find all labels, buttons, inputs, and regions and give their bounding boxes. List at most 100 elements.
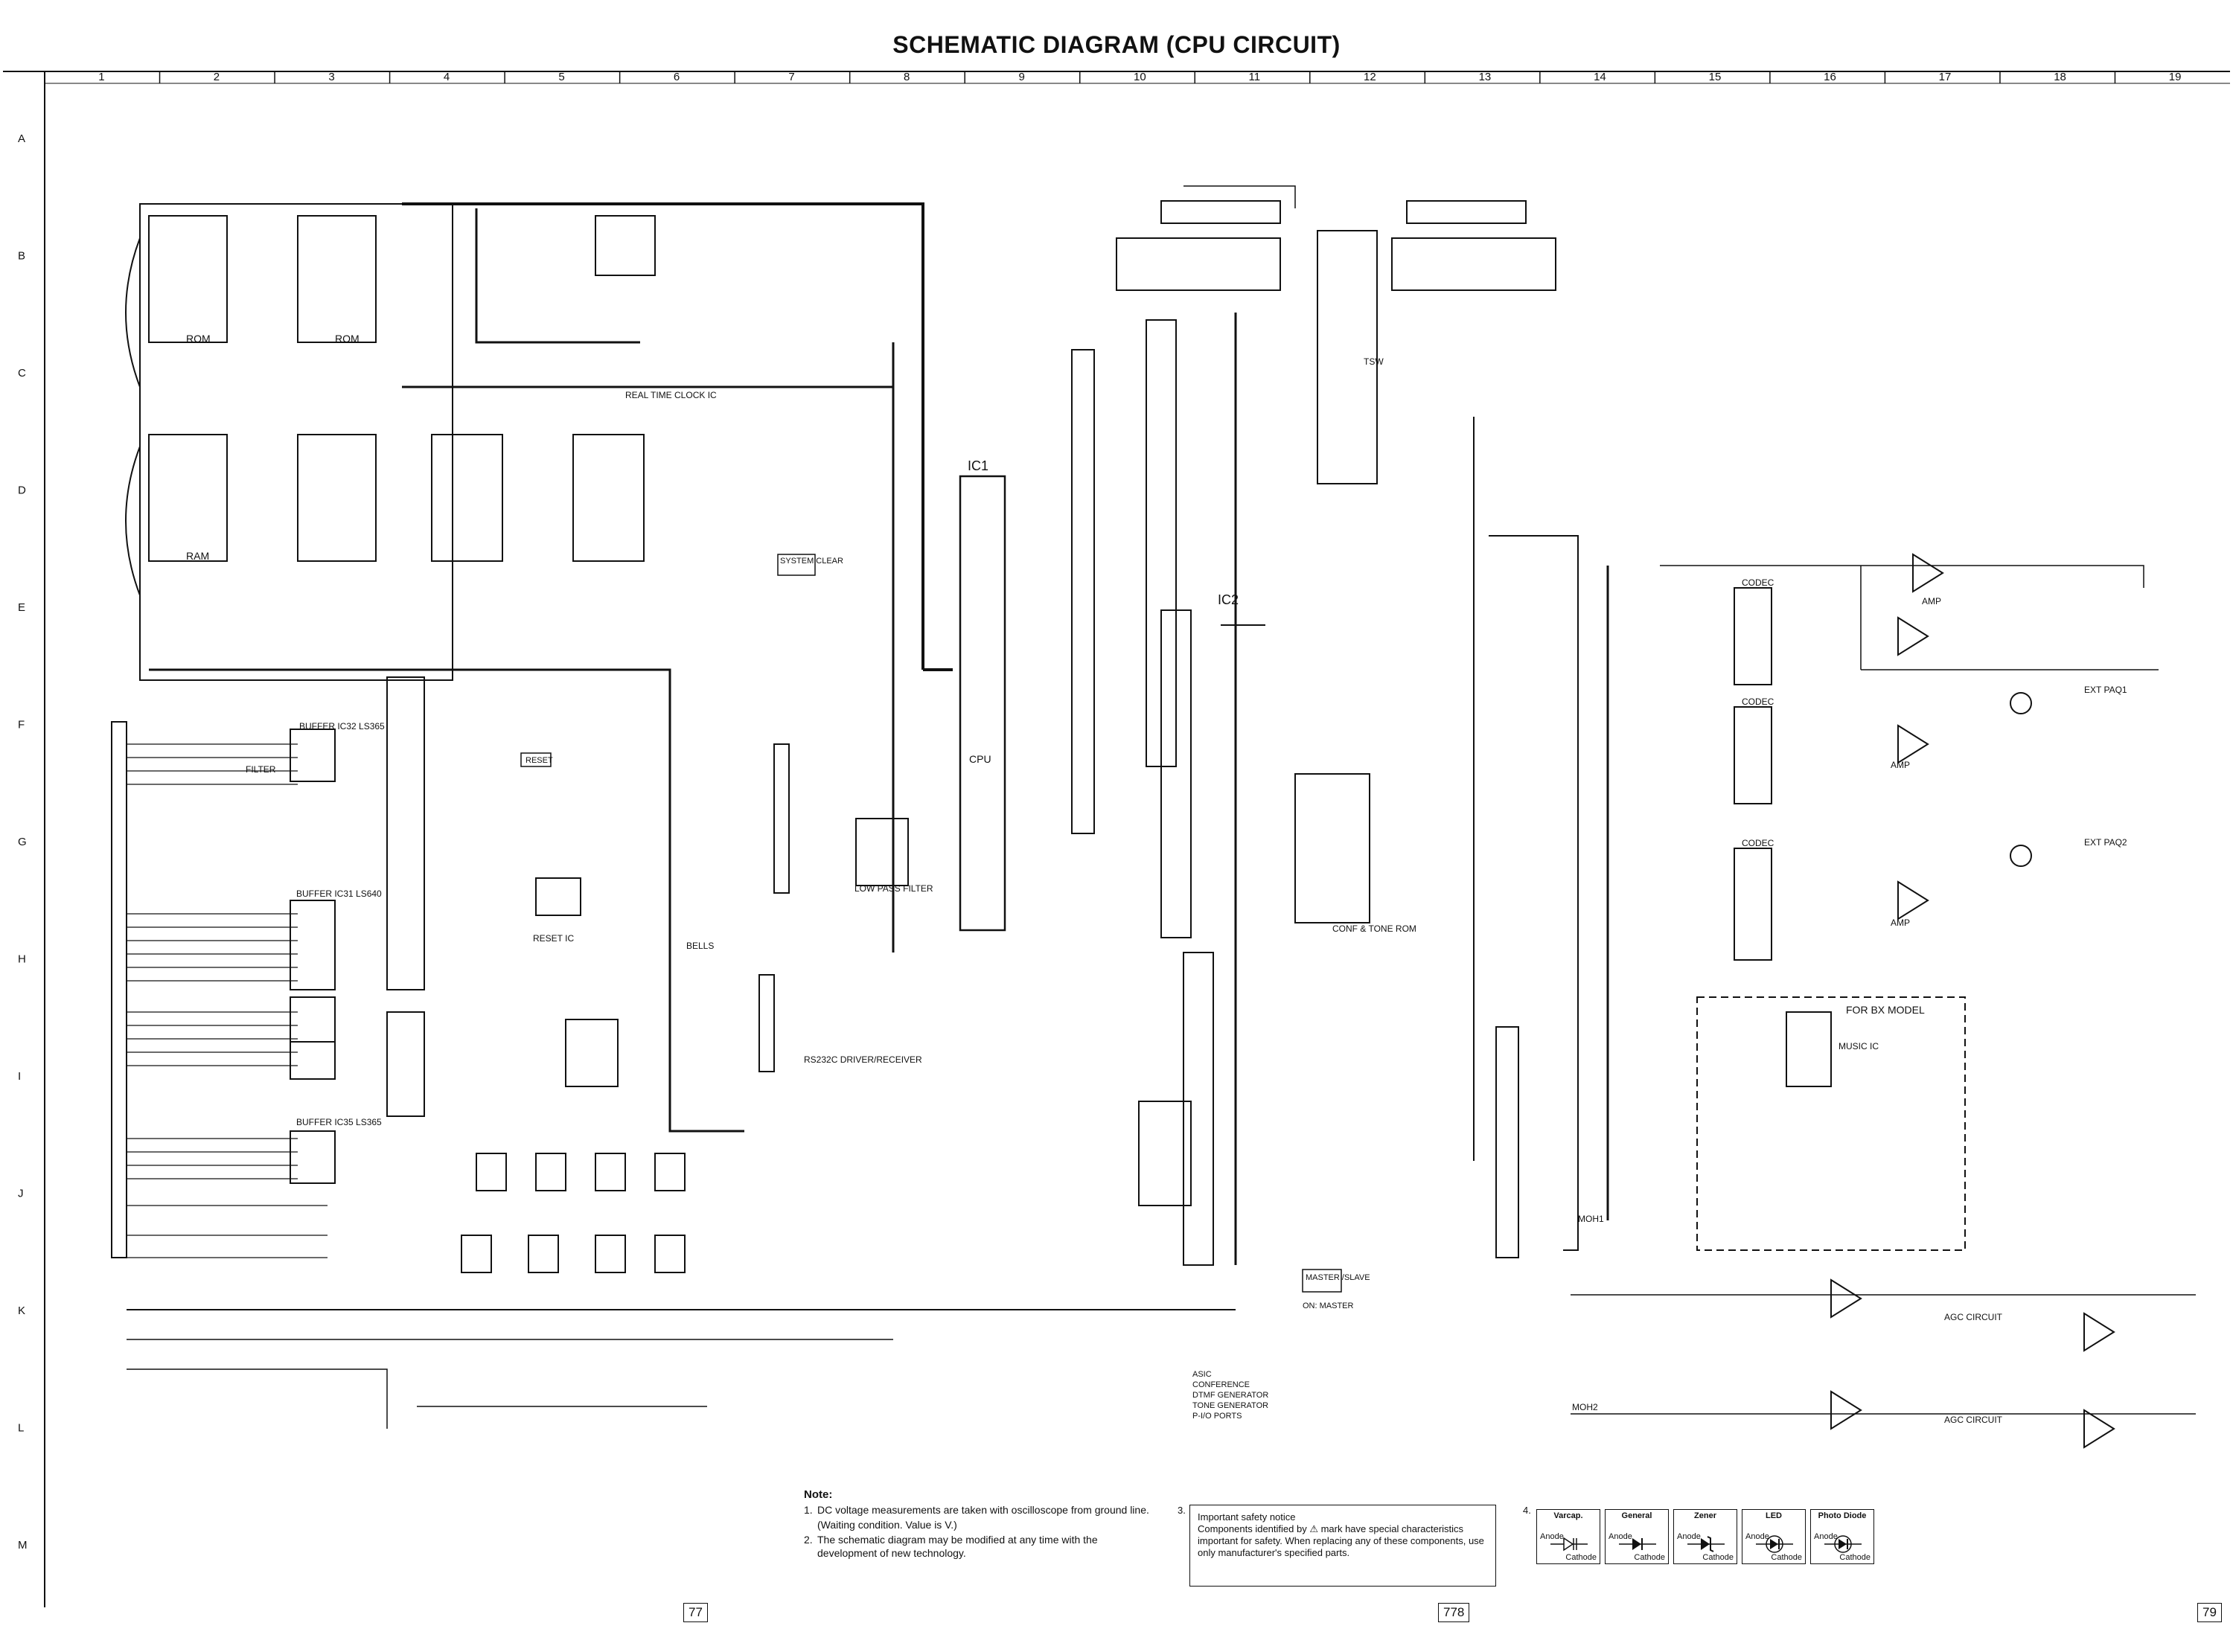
rs232-label: RS232C DRIVER/RECEIVER [804,1054,922,1065]
row-label: A [18,132,25,145]
column-label: 14 [1594,71,1606,83]
ext-paq2-label: EXT PAQ2 [2084,837,2127,848]
row-label: G [18,836,27,848]
lowpass-label: LOW PASS FILTER [854,883,933,894]
zener-diode-icon [1687,1536,1725,1552]
master-slave-label: MASTER /SLAVE [1306,1273,1370,1282]
varcap-diode-icon [1550,1537,1588,1552]
row-label: C [18,367,26,380]
column-label: 7 [788,71,794,83]
safety-heading: Important safety notice [1198,1511,1296,1523]
asic-label-line: ASIC [1192,1370,1212,1379]
asic-label-line: DTMF GENERATOR [1192,1391,1268,1400]
row-label: K [18,1304,25,1317]
page-number-center: 778 [1438,1603,1470,1622]
ext-paq1-label: EXT PAQ1 [2084,685,2127,695]
page-number-right: 79 [2197,1603,2222,1622]
asic-label-line: CONFERENCE [1192,1380,1250,1389]
column-label: 10 [1134,71,1146,83]
buffer1-label: BUFFER IC32 LS365 [299,721,385,731]
diode-legend: Varcap. Anode Cathode General Anode Cath… [1536,1509,1874,1564]
row-label: M [18,1539,28,1552]
section-3-number: 3. [1178,1505,1186,1516]
column-label: 2 [214,71,220,83]
row-label: D [18,484,26,496]
mohm2-label: MOH2 [1572,1402,1598,1412]
column-label: 4 [444,71,450,83]
column-label: 8 [904,71,910,83]
column-label: 19 [2169,71,2182,83]
realtime-label: REAL TIME CLOCK IC [625,390,717,400]
bells-label: BELLS [686,941,714,951]
column-label: 16 [1824,71,1836,83]
amp-label-2: AMP [1891,760,1910,770]
general-diode-icon [1619,1538,1656,1550]
buffer3-label: BUFFER IC35 LS365 [296,1117,382,1127]
row-label: E [18,601,25,614]
column-label: 15 [1709,71,1722,83]
page-number-left: 77 [683,1603,708,1622]
for-bx-label: FOR BX MODEL [1846,1004,1925,1016]
schematic-lines [111,185,2196,1449]
boxed-labels [520,554,1342,1293]
system-clear-label: SYSTEM CLEAR [780,557,843,566]
legend-photo-diode: Photo Diode Anode Cathode [1810,1509,1874,1564]
notes-block: Note: 1.DC voltage measurements are take… [804,1488,1154,1560]
filter-label: FILTER [246,764,276,775]
row-label: F [18,718,25,731]
page-title: SCHEMATIC DIAGRAM (CPU CIRCUIT) [892,31,1341,58]
note-item: (Waiting condition. Value is V.) [817,1519,957,1531]
row-label: B [18,249,25,262]
column-ticks [44,71,2116,83]
tsw-label: TSW [1364,356,1384,367]
frame [3,71,2230,1607]
column-label: 3 [328,71,334,83]
column-label: 9 [1018,71,1024,83]
row-label: I [18,1070,21,1083]
safety-notice: Important safety notice Components ident… [1189,1505,1496,1587]
note-item: 1.DC voltage measurements are taken with… [804,1504,1149,1516]
agc-label-2: AGC CIRCUIT [1944,1415,2003,1425]
on-master-label: ON: MASTER [1303,1302,1354,1310]
led-icon [1756,1535,1793,1553]
column-label: 12 [1364,71,1376,83]
photo-diode-icon [1824,1535,1862,1553]
column-label: 11 [1249,71,1261,83]
codec-label-3: CODEC [1742,838,1774,848]
music-ic-label: MUSIC IC [1839,1041,1879,1051]
buffer2-label: BUFFER IC31 LS640 [296,889,382,899]
legend-led: LED Anode Cathode [1742,1509,1806,1564]
conf-rom-label: CONF & TONE ROM [1332,923,1416,934]
legend-varcap: Varcap. Anode Cathode [1536,1509,1600,1564]
amp-label-1: AMP [1922,596,1941,606]
asic-label-line: TONE GENERATOR [1192,1401,1268,1410]
ic1-sublabel: CPU [969,753,991,765]
reset-box-label: RESET [525,756,553,765]
column-label: 5 [558,71,564,83]
amp-label-3: AMP [1891,918,1910,928]
legend-zener: Zener Anode Cathode [1673,1509,1737,1564]
column-label: 13 [1479,71,1492,83]
column-label: 1 [98,71,104,83]
reset-ic-label: RESET IC [533,933,574,944]
rom-label-2: ROM [335,333,360,345]
asic-label-line: P-I/O PORTS [1192,1412,1242,1421]
note-item: 2.The schematic diagram may be modified … [804,1534,1098,1559]
legend-general: General Anode Cathode [1605,1509,1669,1564]
codec-label-1: CODEC [1742,577,1774,588]
section-4-number: 4. [1523,1505,1531,1516]
agc-label-1: AGC CIRCUIT [1944,1312,2003,1322]
row-label: H [18,953,26,966]
ram-label: RAM [186,550,209,562]
ic1-label: IC1 [968,458,988,473]
mohm1-label: MOH1 [1578,1214,1604,1224]
ic2-label: IC2 [1218,592,1239,607]
notes-heading: Note: [804,1488,833,1501]
codec-label-2: CODEC [1742,697,1774,707]
row-label: J [18,1188,24,1200]
column-label: 6 [674,71,680,83]
